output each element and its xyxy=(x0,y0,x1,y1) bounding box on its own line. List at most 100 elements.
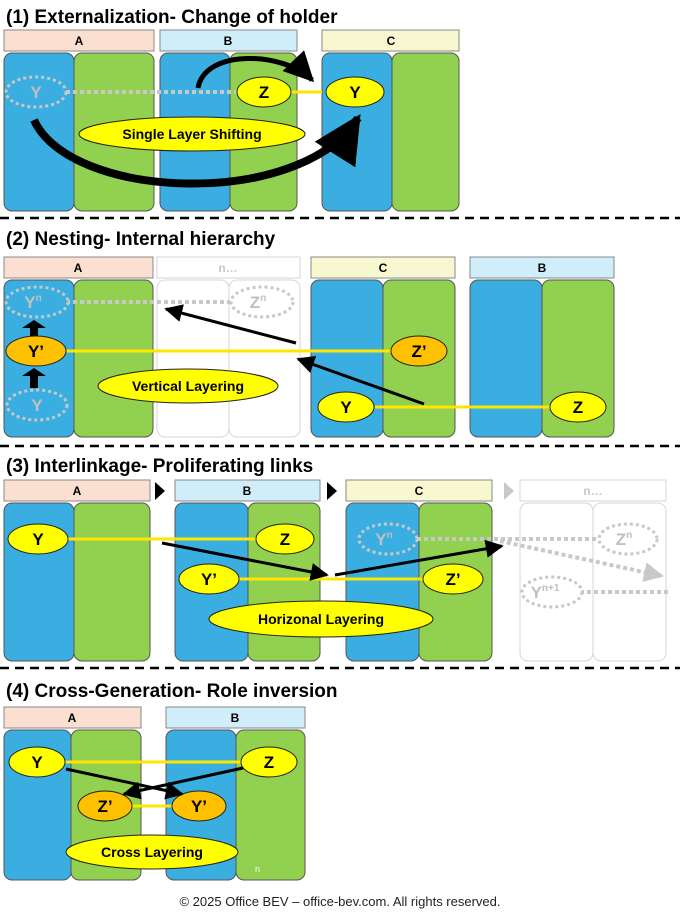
node-y-prime xyxy=(5,335,67,367)
arrow-upward-left xyxy=(164,304,297,345)
node-z xyxy=(549,391,607,423)
node-y-prime-label: Y’ xyxy=(28,342,44,361)
node-z-prime-label: Z’ xyxy=(97,797,112,816)
node-y-label: Y xyxy=(32,530,44,549)
section-1-caption: Single Layer Shifting xyxy=(122,126,261,142)
node-z-prime xyxy=(390,335,448,367)
label-box-b xyxy=(159,29,298,52)
node-y-prime-label: Y’ xyxy=(201,570,217,589)
node-z-prime-label: Z’ xyxy=(445,570,460,589)
label-box-n xyxy=(156,256,301,279)
node-zn-faint xyxy=(229,285,295,319)
node-z-label: Z xyxy=(259,83,269,102)
pillar-green xyxy=(73,502,151,662)
small-n-mark: n xyxy=(255,864,260,874)
node-yn-faint xyxy=(357,522,419,556)
label-b: B xyxy=(224,34,233,48)
superscript-n: n xyxy=(626,530,632,541)
label-box-n xyxy=(519,479,667,502)
flow-arrow-faint-icon xyxy=(504,482,514,500)
caption-ellipse xyxy=(65,834,239,870)
label-box-c xyxy=(310,256,456,279)
section-3-caption: Horizonal Layering xyxy=(258,611,384,627)
node-yn-faint-label: Yn xyxy=(375,530,392,549)
pillar-green xyxy=(391,52,460,212)
label-b: B xyxy=(538,261,547,275)
node-y-label: Y xyxy=(31,753,43,772)
cross-arrow xyxy=(122,766,244,800)
superscript-n: n xyxy=(387,530,393,541)
cross-arrow xyxy=(65,767,184,800)
section-1-title: (1) Externalization- Change of holder xyxy=(6,7,338,28)
node-y-prime xyxy=(171,790,227,822)
node-y-faint-label: Y xyxy=(30,83,42,102)
node-y-label: Y xyxy=(340,398,352,417)
label-box-a xyxy=(3,706,142,729)
label-n: n… xyxy=(218,261,237,275)
label-a: A xyxy=(75,34,84,48)
label-box-a xyxy=(3,479,151,502)
node-y-faint xyxy=(5,388,69,422)
label-a: A xyxy=(73,484,82,498)
up-arrow-icon xyxy=(22,368,46,388)
curved-arrow-small xyxy=(195,50,315,89)
label-c: C xyxy=(387,34,396,48)
superscript-n1: n+1 xyxy=(542,583,560,594)
label-box-b xyxy=(469,256,615,279)
node-z xyxy=(240,746,298,778)
pillar-green xyxy=(73,279,154,438)
node-z xyxy=(236,76,292,108)
node-z-label: Z xyxy=(280,530,290,549)
node-y-letter: Y xyxy=(24,293,36,312)
group-c-1: C xyxy=(321,29,460,212)
node-y xyxy=(317,391,375,423)
label-b: B xyxy=(243,484,252,498)
node-z-prime xyxy=(422,563,484,595)
node-z-label: Z xyxy=(264,753,274,772)
label-box-b xyxy=(165,706,306,729)
group-n-2: n… xyxy=(156,256,301,438)
caption-ellipse xyxy=(97,368,279,404)
superscript-n: n xyxy=(36,293,42,304)
label-box-b xyxy=(174,479,321,502)
node-z xyxy=(255,523,315,555)
node-zn-faint-label: Zn xyxy=(616,530,633,549)
label-c: C xyxy=(415,484,424,498)
label-box-c xyxy=(345,479,493,502)
label-box-a xyxy=(3,256,154,279)
curved-arrow-large xyxy=(30,113,362,188)
node-y-faint xyxy=(4,75,68,109)
node-y-label: Y xyxy=(349,83,361,102)
node-y-letter: Y xyxy=(375,530,387,549)
node-zn-faint-label: Zn xyxy=(250,293,267,312)
node-z-letter: Z xyxy=(250,293,260,312)
section-3-title: (3) Interlinkage- Proliferating links xyxy=(6,456,313,477)
arrow-to-link xyxy=(161,541,329,581)
node-yn1-faint-label: Yn+1 xyxy=(531,583,560,602)
up-arrow-icon xyxy=(22,320,46,340)
node-z-letter: Z xyxy=(616,530,626,549)
node-y-prime-label: Y’ xyxy=(191,797,207,816)
node-yn-faint xyxy=(4,285,70,319)
node-z-label: Z xyxy=(573,398,583,417)
label-n: n… xyxy=(583,484,602,498)
node-y-prime xyxy=(178,563,240,595)
arrow-upward-left xyxy=(296,355,425,406)
node-yn-faint-label: Yn xyxy=(24,293,41,312)
footer-copyright: © 2025 Office BEV – office-bev.com. All … xyxy=(179,894,500,909)
group-a-3: A xyxy=(3,479,151,662)
node-y xyxy=(325,76,385,108)
node-z-prime xyxy=(77,790,133,822)
section-4-title: (4) Cross-Generation- Role inversion xyxy=(6,681,338,702)
arrow-from-link xyxy=(334,539,504,577)
node-y xyxy=(7,523,69,555)
node-yn1-faint xyxy=(520,575,584,609)
node-y xyxy=(8,746,66,778)
section-4-caption: Cross Layering xyxy=(101,844,203,860)
caption-ellipse xyxy=(208,600,434,638)
label-box-a xyxy=(3,29,155,52)
section-2-title: (2) Nesting- Internal hierarchy xyxy=(6,229,276,250)
pillar-blue xyxy=(469,279,543,438)
label-c: C xyxy=(379,261,388,275)
